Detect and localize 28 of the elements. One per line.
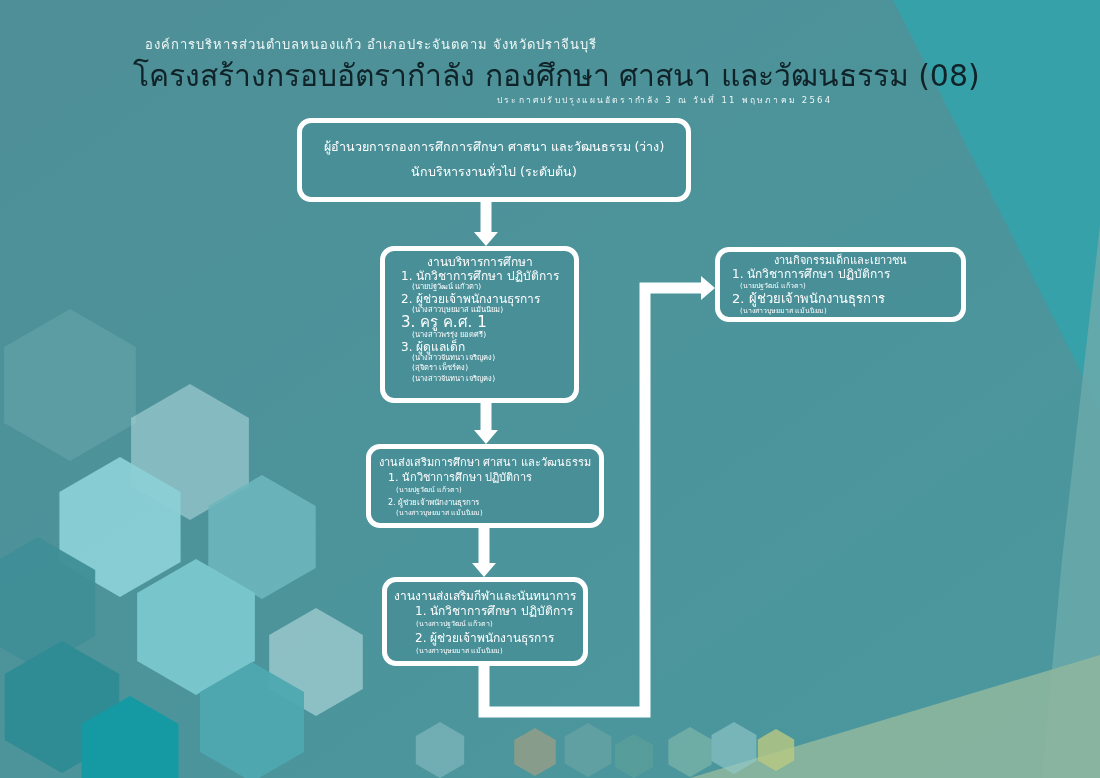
org-chart-box <box>380 246 579 403</box>
arrow <box>472 528 496 577</box>
position-title: 2. ผู้ช่วยเจ้าพนักงานธุรการ <box>732 291 885 306</box>
position-title: 1. นักวิชาการศึกษา ปฏิบัติการ <box>415 604 574 618</box>
position-title: 2. ผู้ช่วยเจ้าพนักงานธุรการ <box>415 631 555 645</box>
position-title: ผู้อำนวยการกองการศึกการศึกษา ศาสนา และวัฒนธรรม (ว่าง) <box>323 137 665 157</box>
arrow <box>474 403 498 444</box>
org-chart-box <box>297 118 691 202</box>
position-level: นักบริหารงานทั่วไป (ระดับต้น) <box>411 162 577 181</box>
box-heading: งานกิจกรรมเด็กและเยาวชน <box>774 254 907 267</box>
org-chart-box <box>382 577 588 666</box>
page-title: โครงสร้างกรอบอัตรากำลัง กองศึกษา ศาสนา และวัฒนธรรม (08) <box>133 59 980 93</box>
position-title: 3. ผู้ดูแลเด็ก <box>401 340 466 353</box>
arrow <box>474 202 498 246</box>
position-title: 1. นักวิชาการศึกษา ปฏิบัติการ <box>388 471 533 485</box>
position-title: 3. ครู ค.ศ. 1 <box>401 315 487 330</box>
box-heading: งานงานส่งเสริมกีฬาและนันทนาการ <box>394 588 576 604</box>
organization-name: องค์การบริหารส่วนตำบลหนองแก้ว อำเภอประจันตคาม จังหวัดปราจีนบุรี <box>145 36 598 54</box>
position-title: 1. นักวิชาการศึกษา ปฏิบัติการ <box>732 267 891 281</box>
position-title: 2. ผู้ช่วยเจ้าพนักงานธุรการ <box>401 292 541 305</box>
box-heading: งานส่งเสริมการศึกษา ศาสนา และวัฒนธรรม <box>379 455 591 471</box>
announcement-note: ประกาศปรับปรุงแผนอัตรากำลัง 3 ณ วันที่ 11 พฤษภาคม 2564 <box>497 95 833 105</box>
org-chart-box <box>366 444 604 528</box>
position-title: 2. ผู้ช่วยเจ้าพนักงานธุรการ <box>388 496 480 508</box>
org-chart-box <box>715 247 966 322</box>
arrow <box>478 276 715 718</box>
position-title: 1. นักวิชาการศึกษา ปฏิบัติการ <box>401 270 560 282</box>
box-heading: งานบริหารการศึกษา <box>426 254 533 270</box>
